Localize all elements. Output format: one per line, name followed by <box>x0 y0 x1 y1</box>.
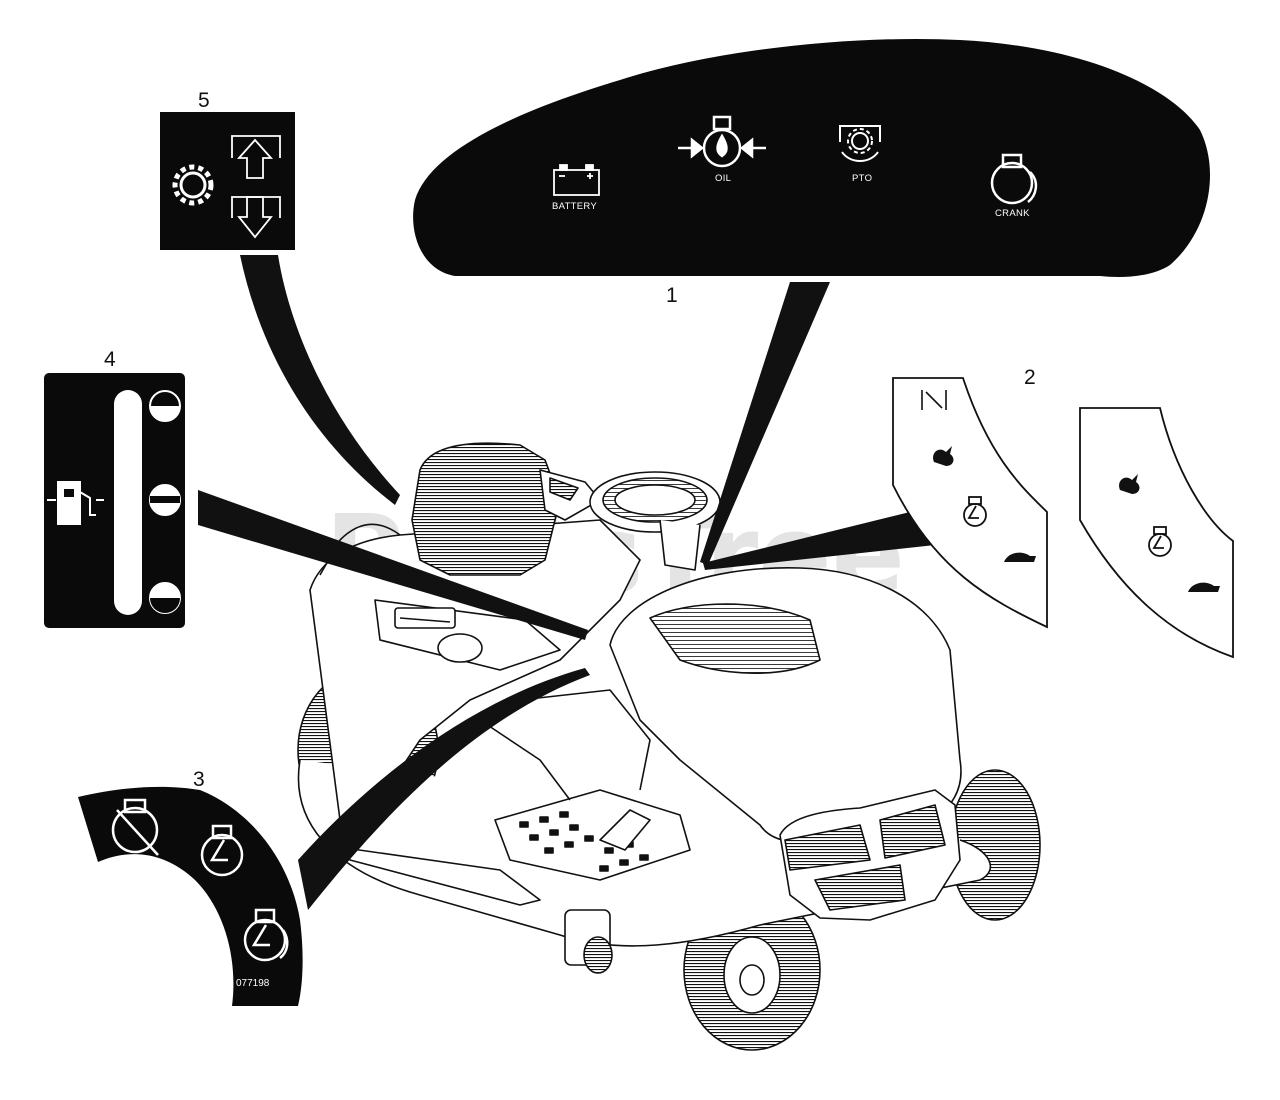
callout-5: 5 <box>198 89 210 112</box>
callout-4: 4 <box>104 348 116 371</box>
battery-label: BATTERY <box>552 201 597 212</box>
oil-pressure-icon <box>678 115 766 168</box>
lift-decal <box>160 112 295 250</box>
oil-label: OIL <box>715 173 731 184</box>
leader-3 <box>298 668 590 910</box>
leader-4 <box>198 490 588 640</box>
choke-icon <box>963 496 987 527</box>
mower-seat <box>411 442 561 576</box>
crank-icon <box>990 153 1038 205</box>
pto-icon <box>839 125 881 162</box>
fuel-decal <box>44 373 185 628</box>
neutral-icon <box>921 390 947 410</box>
leader-wedges <box>198 255 935 910</box>
riding-mower-drawing <box>297 442 1041 1051</box>
fuel-half-icon <box>149 484 181 516</box>
engine-run-icon <box>200 824 244 877</box>
key-decal: 077198 <box>78 786 303 1006</box>
callout-3: 3 <box>193 768 205 791</box>
throttle-decal-a <box>892 377 1048 629</box>
leader-5 <box>240 255 400 505</box>
leader-2 <box>703 512 935 570</box>
turtle-icon <box>1004 552 1036 562</box>
turtle-icon <box>1188 582 1220 592</box>
arrow-up-icon <box>231 135 281 179</box>
arrow-down-icon <box>231 196 281 239</box>
battery-icon <box>553 164 600 196</box>
fuel-full-icon <box>149 390 181 422</box>
rabbit-icon <box>933 446 954 466</box>
engine-off-icon <box>111 798 159 856</box>
throttle-decal-b <box>1079 407 1234 659</box>
leader-1 <box>700 282 830 565</box>
callout-1: 1 <box>666 284 678 307</box>
gear-icon <box>172 164 214 206</box>
dash-decal: BATTERY OIL PTO CRANK <box>413 38 1210 277</box>
crank-label: CRANK <box>995 208 1030 219</box>
engine-start-icon <box>243 908 289 962</box>
callout-2: 2 <box>1024 366 1036 389</box>
rabbit-icon <box>1119 474 1140 494</box>
key-decal-part-number: 077198 <box>236 978 270 989</box>
pto-label: PTO <box>852 173 872 184</box>
mower-body <box>309 519 641 821</box>
fuel-pump-icon <box>47 481 104 525</box>
fuel-empty-icon <box>149 582 181 614</box>
choke-icon <box>1148 526 1172 557</box>
